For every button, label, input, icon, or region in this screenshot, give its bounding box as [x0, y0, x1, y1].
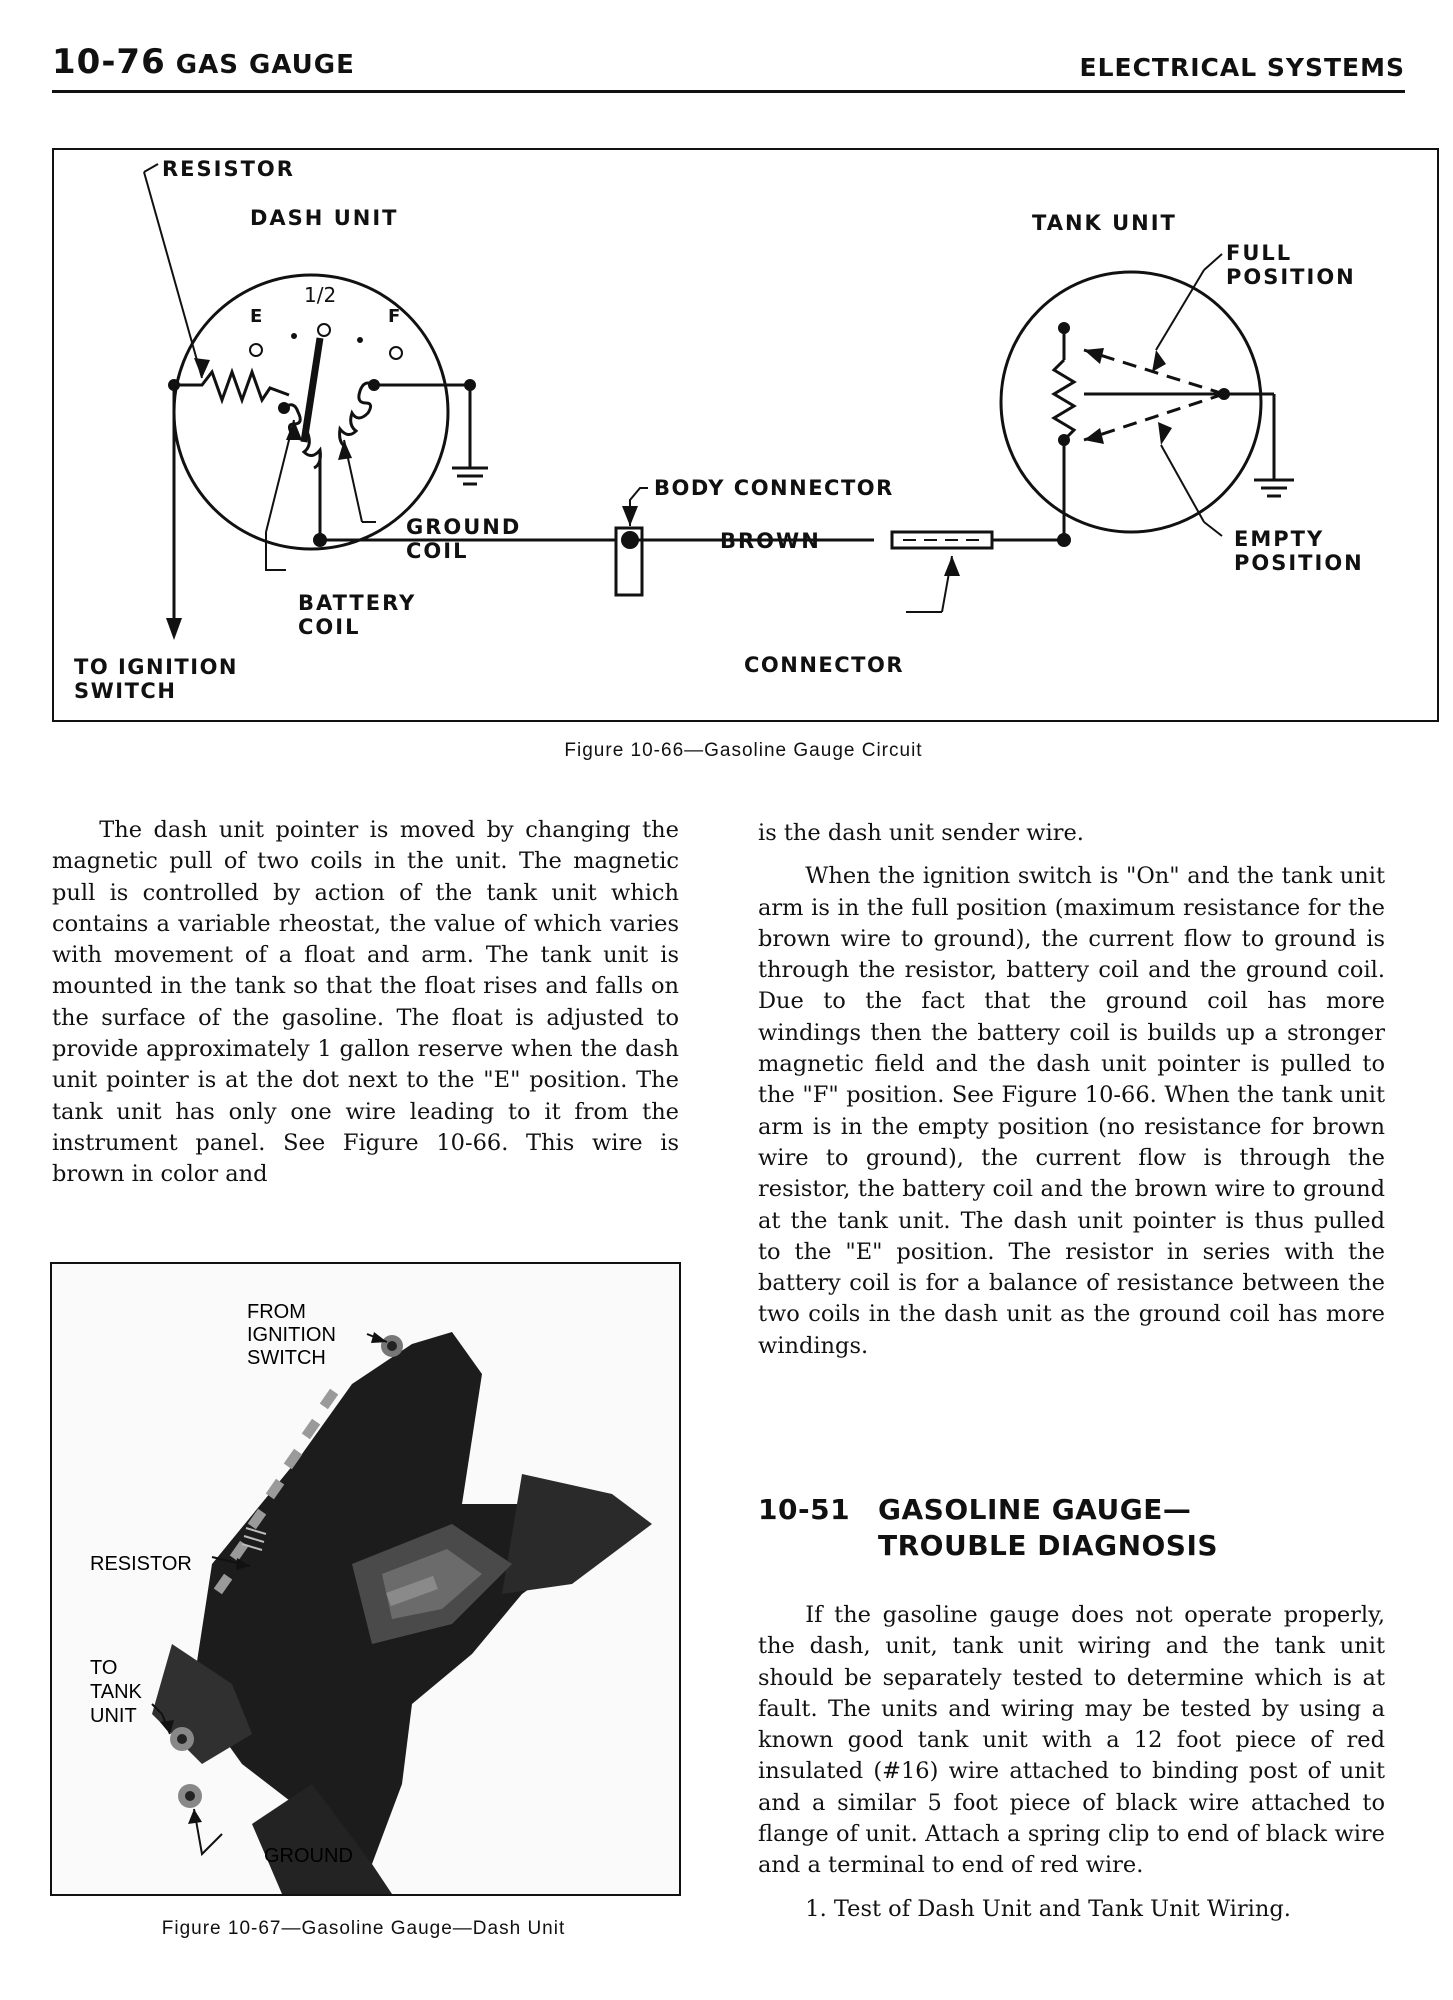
label-brown: BROWN — [720, 529, 821, 553]
label-tank-unit: TANK UNIT — [1032, 211, 1177, 235]
chapter-title: ELECTRICAL SYSTEMS — [1079, 53, 1405, 82]
label-battery-coil-2: COIL — [298, 615, 360, 639]
label-half: 1/2 — [304, 283, 336, 307]
paragraph: If the gasoline gauge does not operate p… — [758, 1602, 1385, 1879]
paragraph: is the dash unit sender wire. — [758, 820, 1084, 846]
section-heading-line-2: TROUBLE DIAGNOSIS — [878, 1529, 1219, 1562]
label-from-3: SWITCH — [247, 1347, 326, 1369]
page-header: 10-76 GAS GAUGE ELECTRICAL SYSTEMS — [52, 40, 1405, 93]
list-item: 1. Test of Dash Unit and Tank Unit Wirin… — [805, 1895, 1291, 1922]
label-to-ignition-1: TO IGNITION — [74, 655, 238, 679]
figure-dash-unit-photo: FROM IGNITION SWITCH RESISTOR TO TANK UN… — [50, 1262, 681, 1896]
label-battery-coil-1: BATTERY — [298, 591, 416, 615]
figure-gauge-circuit: RESISTOR DASH UNIT 1/2 E F GROUND COIL B… — [52, 148, 1439, 722]
label-ground-coil-1: GROUND — [406, 515, 521, 539]
label-dash-unit: DASH UNIT — [250, 206, 398, 230]
section-heading-line-1: GASOLINE GAUGE— — [878, 1493, 1192, 1526]
page-number: 10-76 — [52, 42, 166, 82]
figure-10-67-caption: Figure 10-67—Gasoline Gauge—Dash Unit — [161, 1918, 566, 1939]
label-from-1: FROM — [247, 1301, 306, 1323]
right-column: is the dash unit sender wire. When the i… — [758, 818, 1385, 1362]
header-left: 10-76 GAS GAUGE — [52, 42, 355, 82]
label-ground-coil-2: COIL — [406, 539, 468, 563]
label-empty-1: EMPTY — [1234, 527, 1324, 551]
label-ground: GROUND — [264, 1845, 353, 1867]
left-column: The dash unit pointer is moved by changi… — [52, 815, 679, 1191]
section-title: GAS GAUGE — [175, 50, 355, 80]
label-to-ignition-2: SWITCH — [74, 679, 176, 703]
label-empty-2: POSITION — [1234, 551, 1364, 575]
figure-10-66-caption: Figure 10-66—Gasoline Gauge Circuit — [564, 740, 923, 761]
label-f: F — [388, 306, 400, 327]
label-full-2: POSITION — [1226, 265, 1356, 289]
label-from-2: IGNITION — [247, 1324, 336, 1346]
label-e: E — [250, 306, 262, 327]
dash-unit-illustration: FROM IGNITION SWITCH RESISTOR TO TANK UN… — [90, 1301, 652, 1894]
paragraph: When the ignition switch is "On" and the… — [758, 863, 1385, 1359]
section-number: 10-51 — [758, 1493, 851, 1526]
label-resistor: RESISTOR — [162, 157, 295, 181]
section-heading: 10-51 GASOLINE GAUGE— TROUBLE DIAGNOSIS — [758, 1492, 1408, 1564]
label-to-3: UNIT — [90, 1705, 137, 1727]
label-resistor: RESISTOR — [90, 1553, 192, 1575]
gauge-circuit-diagram: RESISTOR DASH UNIT 1/2 E F GROUND COIL B… — [74, 157, 1364, 703]
label-to-2: TANK — [90, 1681, 143, 1703]
label-connector: CONNECTOR — [744, 653, 904, 677]
label-full-1: FULL — [1226, 241, 1292, 265]
paragraph: The dash unit pointer is moved by changi… — [52, 817, 679, 1188]
label-to-1: TO — [90, 1657, 117, 1679]
label-body-connector: BODY CONNECTOR — [654, 476, 894, 500]
right-column-lower: If the gasoline gauge does not operate p… — [758, 1600, 1385, 1925]
